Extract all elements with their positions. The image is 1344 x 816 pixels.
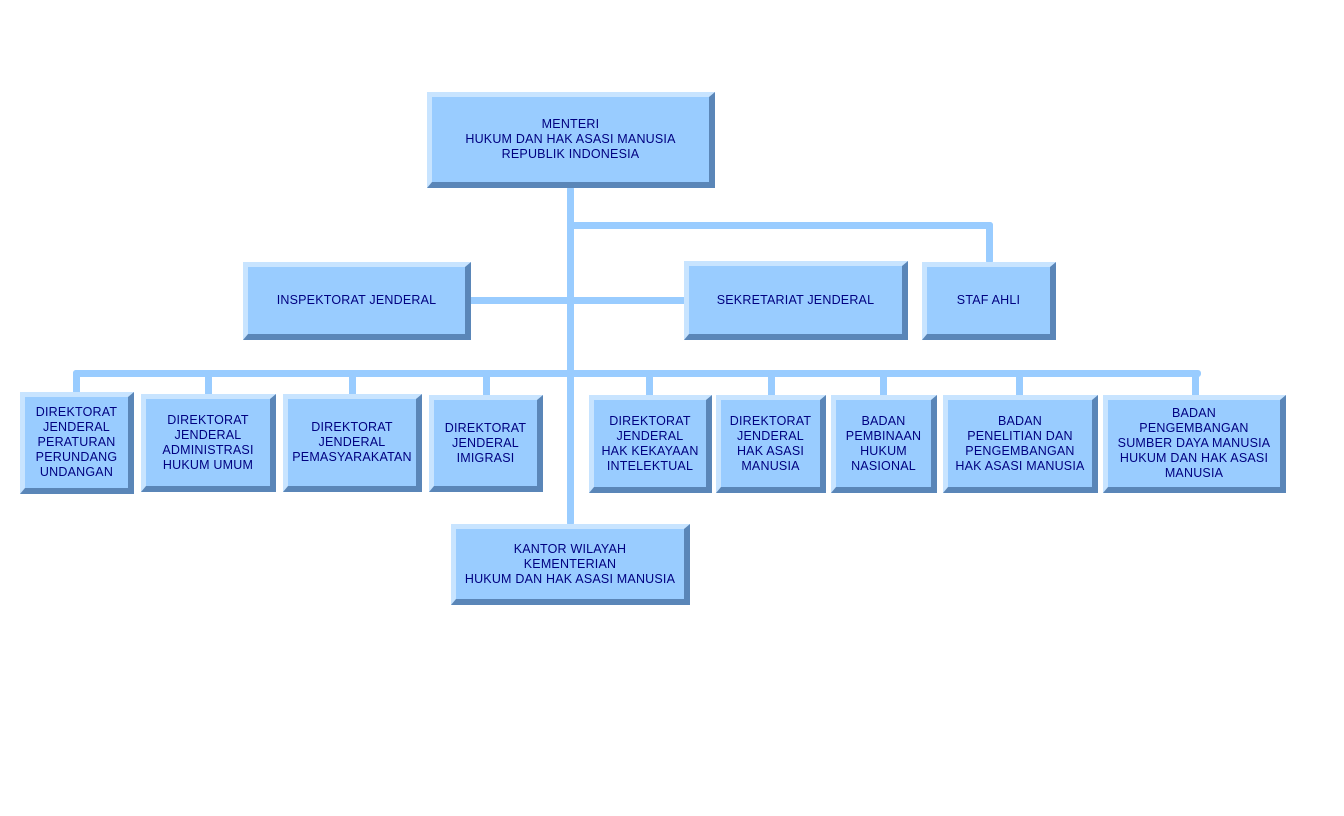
staf-ahli-label: STAF AHLI	[956, 293, 1021, 307]
connector-staf-ahli-horizontal	[570, 222, 993, 229]
connector-unit-7	[880, 370, 887, 398]
kantor-wilayah-box: KANTOR WILAYAH KEMENTERIAN HUKUM DAN HAK…	[451, 524, 690, 605]
menteri-label: MENTERI HUKUM DAN HAK ASASI MANUSIA REPU…	[465, 117, 676, 161]
unit-label-6: DIREKTORAT JENDERAL HAK ASASI MANUSIA	[729, 413, 812, 473]
unit-label-1: DIREKTORAT JENDERAL PERATURAN PERUNDANG …	[35, 405, 118, 479]
unit-label-2: DIREKTORAT JENDERAL ADMINISTRASI HUKUM U…	[162, 412, 254, 472]
unit-box-5: DIREKTORAT JENDERAL HAK KEKAYAAN INTELEK…	[589, 395, 712, 493]
inspektorat-jenderal-label: INSPEKTORAT JENDERAL	[276, 293, 437, 307]
connector-unit-4	[483, 370, 490, 398]
unit-label-5: DIREKTORAT JENDERAL HAK KEKAYAAN INTELEK…	[601, 413, 699, 473]
unit-label-8: BADAN PENELITIAN DAN PENGEMBANGAN HAK AS…	[955, 413, 1085, 473]
unit-box-6: DIREKTORAT JENDERAL HAK ASASI MANUSIA	[716, 395, 826, 493]
connector-unit-6	[768, 370, 775, 398]
unit-box-1: DIREKTORAT JENDERAL PERATURAN PERUNDANG …	[20, 392, 134, 494]
unit-box-3: DIREKTORAT JENDERAL PEMASYARAKATAN	[283, 394, 422, 492]
connector-unit-2	[205, 370, 212, 397]
connector-unit-3	[349, 370, 356, 397]
menteri-box: MENTERI HUKUM DAN HAK ASASI MANUSIA REPU…	[427, 92, 715, 188]
connector-unit-1	[73, 370, 80, 395]
unit-label-4: DIREKTORAT JENDERAL IMIGRASI	[444, 420, 527, 465]
sekretariat-jenderal-label: SEKRETARIAT JENDERAL	[716, 292, 875, 307]
kantor-wilayah-label: KANTOR WILAYAH KEMENTERIAN HUKUM DAN HAK…	[464, 541, 676, 586]
unit-box-8: BADAN PENELITIAN DAN PENGEMBANGAN HAK AS…	[943, 395, 1098, 493]
connector-units-bus	[73, 370, 1201, 377]
unit-label-7: BADAN PEMBINAAN HUKUM NASIONAL	[845, 413, 922, 473]
sekretariat-jenderal-box: SEKRETARIAT JENDERAL	[684, 261, 908, 340]
unit-box-2: DIREKTORAT JENDERAL ADMINISTRASI HUKUM U…	[141, 394, 276, 492]
staf-ahli-box: STAF AHLI	[922, 262, 1056, 340]
connector-unit-8	[1016, 370, 1023, 398]
connector-trunk	[567, 186, 574, 526]
unit-box-4: DIREKTORAT JENDERAL IMIGRASI	[429, 395, 543, 492]
connector-second-tier	[468, 297, 688, 304]
unit-box-9: BADAN PENGEMBANGAN SUMBER DAYA MANUSIA H…	[1103, 395, 1286, 493]
connector-unit-5	[646, 370, 653, 398]
connector-staf-ahli-drop	[986, 222, 993, 264]
unit-label-3: DIREKTORAT JENDERAL PEMASYARAKATAN	[292, 420, 412, 464]
unit-box-7: BADAN PEMBINAAN HUKUM NASIONAL	[831, 395, 937, 493]
unit-label-9: BADAN PENGEMBANGAN SUMBER DAYA MANUSIA H…	[1117, 406, 1271, 480]
inspektorat-jenderal-box: INSPEKTORAT JENDERAL	[243, 262, 471, 340]
connector-unit-9	[1192, 370, 1199, 398]
